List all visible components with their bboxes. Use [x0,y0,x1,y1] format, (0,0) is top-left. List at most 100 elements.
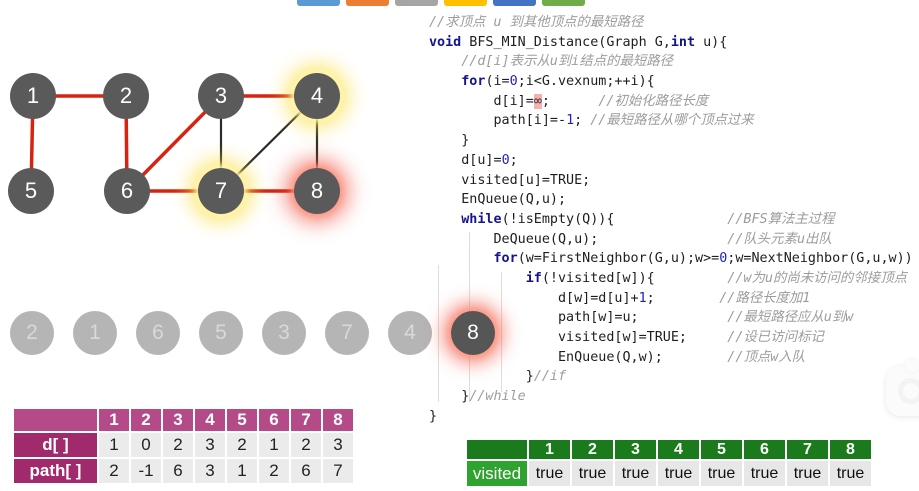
code-line: //求顶点 u 到其他顶点的最短路径 [429,15,644,30]
queue-node-3: 3 [262,311,306,355]
visited-table-header-cell: 7 [787,440,828,459]
graph-node-8: 8 [294,168,340,214]
visited-table-row-label: visited [467,461,527,486]
dpath-table-header-cell: 3 [163,409,193,431]
dpath-table-value-cell: 3 [195,459,225,483]
queue-node-8: 8 [451,311,495,355]
visited-table-value-cell: true [572,461,613,486]
dpath-table-value-cell: 1 [259,433,289,457]
code-line: path[i]=-1; //最短路径从哪个顶点过来 [429,113,754,129]
graph-node-7: 7 [198,168,244,214]
code-line: visited[w]=TRUE; //设已访问标记 [429,330,824,345]
visited-table-header-cell: 4 [658,440,699,459]
graph-node-3: 3 [198,73,244,119]
visited-table-value-cell: true [529,461,570,486]
visited-table-header-cell: 8 [830,440,871,459]
code-line: d[i]=∞; //初始化路径长度 [429,93,709,109]
top-bars [0,0,919,8]
indent-guide [438,265,439,402]
code-line: EnQueue(Q,w); //顶点w入队 [429,349,806,365]
dpath-table-value-cell: 2 [291,433,321,457]
graph-node-6: 6 [104,168,150,214]
graph: 1 2 3 4 5 6 7 8 [0,0,390,260]
code-block: //求顶点 u 到其他顶点的最短路径 void BFS_MIN_Distance(… [429,13,913,426]
dpath-table-value-cell: 3 [323,433,353,457]
dpath-table-value-cell: 6 [291,459,321,483]
dpath-table-value-cell: 0 [131,433,161,457]
top-bar-dark-blue [493,0,536,6]
code-line: } [429,408,438,424]
code-line: path[w]=u; //最短路径应从u到w [429,310,854,326]
top-bar-yellow [444,0,487,6]
top-bar-blue [297,0,340,6]
visited-table-header-cell: 2 [572,440,613,459]
dpath-table-header-cell: 6 [259,409,289,431]
code-line: void BFS_MIN_Distance(Graph G,int u){ [429,34,728,50]
code-line: }//while [429,389,526,405]
visited-table-header-cell: 1 [529,440,570,459]
queue-node-2: 2 [10,311,54,355]
dpath-table-value-cell: 2 [259,459,289,483]
graph-node-1: 1 [10,73,56,119]
code-line: if(!visited[w]){ //w为u的尚未访问的邻接顶点 [525,270,907,286]
visited-table-value-cell: true [787,461,828,486]
visited-table-value-cell: true [830,461,871,486]
visited-table-value-cell: true [744,461,785,486]
dpath-table-row-label: path[ ] [14,459,97,483]
visited-table-value-cell: true [615,461,656,486]
visited-table-header-cell: 5 [701,440,742,459]
dpath-table-value-cell: 1 [227,459,257,483]
visited-table-header-cell [467,440,527,459]
dpath-table-header-cell: 1 [99,409,129,431]
dpath-table-header-cell: 8 [323,409,353,431]
code-line: visited[u]=TRUE; [429,172,591,188]
code-line: d[w]=d[u]+1; //路径长度加1 [429,290,811,306]
queue-node-5: 5 [199,311,243,355]
graph-node-4: 4 [294,73,340,119]
video-watermark-icon [886,357,919,416]
dpath-table-header-cell [14,409,97,431]
dpath-table-value-cell: -1 [131,459,161,483]
code-line: for(i=0;i<G.vexnum;++i){ [461,74,655,90]
dpath-table-value-cell: 2 [99,459,129,483]
dpath-table-header-cell: 5 [227,409,257,431]
code-line: } [429,133,470,149]
watermark-play-ring [898,378,919,404]
code-line: }//if [429,369,567,385]
top-bar-orange [346,0,389,6]
visited-table-value-cell: true [701,461,742,486]
dpath-table-header-cell: 2 [131,409,161,431]
visited-table-header-cell: 6 [744,440,785,459]
visited-table-header-cell: 3 [615,440,656,459]
dpath-table-value-cell: 2 [227,433,257,457]
code-line: DeQueue(Q,u); //队头元素u出队 [429,231,832,247]
top-bar-gray [395,0,438,6]
visited-table-value-cell: true [658,461,699,486]
watermark-notch [903,357,919,374]
graph-node-5: 5 [8,168,54,214]
dpath-table-header-cell: 4 [195,409,225,431]
dpath-table-value-cell: 6 [163,459,193,483]
code-line: for(w=FirstNeighbor(G,u);w>=0;w=NextNeig… [493,251,913,267]
dpath-table-row-label: d[ ] [14,433,97,457]
queue-node-6: 6 [136,311,180,355]
code-line: while(!isEmpty(Q)){ //BFS算法主过程 [461,211,835,227]
dpath-table-value-cell: 7 [323,459,353,483]
code-line: EnQueue(Q,u); [429,192,567,208]
dpath-table-value-cell: 1 [99,433,129,457]
graph-node-2: 2 [103,73,149,119]
dpath-table-value-cell: 3 [195,433,225,457]
dpath-table-value-cell: 2 [163,433,193,457]
indent-guide [501,272,502,392]
queue-node-4: 4 [388,311,432,355]
queue-node-7: 7 [325,311,369,355]
